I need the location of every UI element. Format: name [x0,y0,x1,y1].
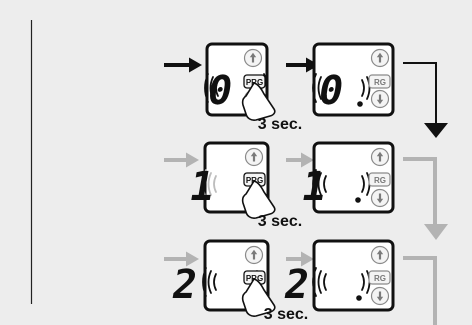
transition-arrow [286,251,314,267]
entry-arrow [164,152,199,168]
up-arrow-icon[interactable] [370,48,390,68]
up-arrow-icon[interactable] [370,245,390,265]
entry-arrow [164,251,199,267]
up-arrow-icon[interactable] [370,147,390,167]
display-panel-before: 0 PRG [204,42,276,121]
pointing-hand-icon [241,278,276,317]
program-button[interactable]: RG [368,172,391,187]
down-arrow-icon[interactable] [370,89,390,109]
program-button-label: RG [374,176,386,185]
transition-arrow [286,152,314,168]
program-button[interactable]: RG [368,270,391,285]
program-button[interactable]: RG [368,74,391,89]
pointing-hand-icon [241,82,276,121]
step-row-0: 0 PRG 3 sec. 0 [164,42,448,138]
step-row-1: 1 PRG 3 sec. 1 [164,141,448,240]
display-panel-before: 1 PRG [186,141,276,219]
display-panel-after: 0 RG [312,42,395,117]
up-arrow-icon[interactable] [244,147,264,167]
program-button-label: RG [374,274,386,283]
pointing-hand-icon [241,180,276,219]
program-button-label: RG [374,78,386,87]
display-dot-after [356,295,362,301]
hold-duration-label: 3 sec. [258,116,302,133]
display-dot-after [355,197,361,203]
entry-arrow [164,57,202,73]
display-panel-before: 2 PRG [169,239,276,317]
display-dot-after [357,101,363,107]
flow-arrow [403,62,448,138]
hold-duration-label: 3 sec. [258,213,302,230]
flow-arrow [403,256,437,325]
flow-arrow [403,157,448,240]
hold-duration-label: 3 sec. [264,306,308,323]
down-arrow-icon[interactable] [370,286,390,306]
step-row-2: 2 PRG 3 sec. 2 [164,239,437,325]
down-arrow-icon[interactable] [370,188,390,208]
up-arrow-icon[interactable] [243,48,263,68]
signal-waves-icon [312,73,371,103]
up-arrow-icon[interactable] [244,245,264,265]
transition-arrow [286,57,319,73]
